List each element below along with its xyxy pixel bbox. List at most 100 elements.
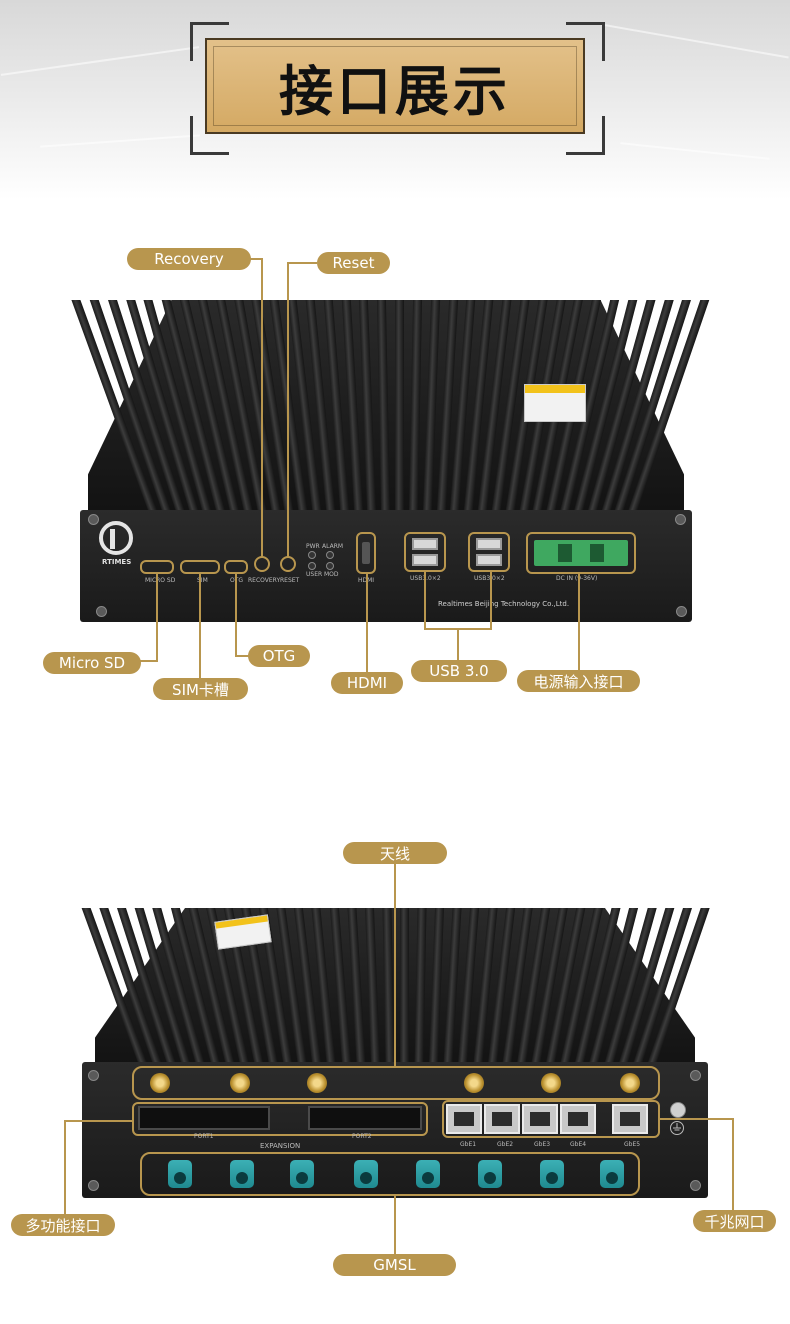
pwr-silk: PWR — [306, 543, 320, 550]
gmsl-group — [140, 1152, 640, 1196]
screw — [690, 1070, 701, 1081]
callout-line — [156, 574, 158, 662]
recovery-silk: RECOVERY — [248, 577, 281, 584]
ground-icon — [669, 1120, 685, 1136]
callout-line — [732, 1118, 734, 1212]
callout-line — [457, 628, 459, 660]
callout-line — [64, 1120, 134, 1122]
callout-line — [287, 262, 317, 264]
expansion-silk: EXPANSION — [260, 1142, 301, 1150]
ground-screw — [670, 1102, 686, 1118]
hdmi-port — [356, 532, 376, 574]
gmsl-connector — [600, 1160, 624, 1188]
gmsl-connector — [416, 1160, 440, 1188]
screw — [88, 1180, 99, 1191]
antenna-connector — [150, 1073, 170, 1093]
antenna-connector — [307, 1073, 327, 1093]
ge1-silk: GbE1 — [460, 1141, 477, 1148]
gmsl-connector — [354, 1160, 378, 1188]
callout-line — [287, 262, 289, 558]
usb3-port-group-a — [404, 532, 446, 572]
gigabit-ethernet-group — [442, 1100, 660, 1138]
led-mod — [326, 562, 334, 570]
banner-corner — [190, 22, 229, 61]
brand-logo-icon — [98, 520, 134, 556]
screw — [96, 606, 107, 617]
heatsink-fin — [395, 300, 404, 512]
screw — [88, 514, 99, 525]
banner-corner — [566, 22, 605, 61]
front-device-image: RTIMES MICRO SD SIM OTG RECOVERY RESET P… — [71, 300, 710, 622]
callout-line — [394, 860, 396, 1066]
warning-sticker — [524, 384, 586, 422]
banner-corner — [566, 116, 605, 155]
callout-line — [235, 655, 249, 657]
label-hdmi: HDMI — [331, 672, 403, 694]
alarm-silk: ALARM — [322, 543, 344, 550]
antenna-connector — [464, 1073, 484, 1093]
label-reset: Reset — [317, 252, 390, 274]
port1-silk: PORT1 — [194, 1133, 214, 1140]
led-user — [308, 562, 316, 570]
callout-line — [250, 258, 262, 260]
label-sim-slot: SIM卡槽 — [153, 678, 248, 700]
port2-connector — [308, 1106, 422, 1130]
mod-silk: MOD — [324, 571, 339, 578]
antenna-group — [132, 1066, 660, 1100]
screw — [88, 1070, 99, 1081]
antenna-connector — [541, 1073, 561, 1093]
user-silk: USER — [306, 571, 323, 578]
callout-line — [199, 574, 201, 678]
port2-silk: PORT2 — [352, 1133, 372, 1140]
brand-name: RTIMES — [102, 558, 132, 566]
power-input-port — [526, 532, 636, 574]
label-multi-function: 多功能接口 — [11, 1214, 115, 1236]
callout-line — [64, 1120, 66, 1216]
callout-line — [366, 574, 368, 672]
callout-line — [140, 660, 158, 662]
banner-corner — [190, 116, 229, 155]
callout-line — [660, 1118, 734, 1120]
screw — [676, 606, 687, 617]
label-otg: OTG — [248, 645, 310, 667]
heatsink-fin — [400, 908, 409, 1064]
port1-connector — [138, 1106, 270, 1130]
title-banner: 接口展示 — [205, 38, 585, 134]
usb3-port-group-b — [468, 532, 510, 572]
ge4-silk: GbE4 — [570, 1141, 587, 1148]
led-pwr — [308, 551, 316, 559]
ethernet-port — [522, 1104, 558, 1134]
led-alarm — [326, 551, 334, 559]
front-panel — [80, 510, 692, 622]
ethernet-port — [612, 1104, 648, 1134]
multi-function-group — [132, 1102, 428, 1136]
label-gmsl: GMSL — [333, 1254, 456, 1276]
label-gigabit-ethernet: 千兆网口 — [693, 1210, 776, 1232]
sim-slot — [180, 560, 220, 574]
otg-port — [224, 560, 248, 574]
micro-sd-silk: MICRO SD — [145, 577, 176, 584]
page-title: 接口展示 — [279, 59, 511, 123]
label-usb3: USB 3.0 — [411, 660, 507, 682]
reset-silk: RESET — [280, 577, 300, 584]
micro-sd-slot — [140, 560, 174, 574]
antenna-connector — [620, 1073, 640, 1093]
label-recovery: Recovery — [127, 248, 251, 270]
callout-line — [424, 572, 426, 630]
dc-in-silk: DC IN (9-36V) — [556, 575, 598, 582]
ge2-silk: GbE2 — [497, 1141, 514, 1148]
ge5-silk: GbE5 — [624, 1141, 641, 1148]
ethernet-port — [560, 1104, 596, 1134]
label-antenna: 天线 — [343, 842, 447, 864]
antenna-connector — [230, 1073, 250, 1093]
callout-line — [578, 574, 580, 670]
label-power-input: 电源输入接口 — [517, 670, 640, 692]
gmsl-connector — [168, 1160, 192, 1188]
callout-line — [490, 572, 492, 630]
screw — [690, 1180, 701, 1191]
sim-silk: SIM — [197, 577, 208, 584]
ge3-silk: GbE3 — [534, 1141, 551, 1148]
label-micro-sd: Micro SD — [43, 652, 141, 674]
